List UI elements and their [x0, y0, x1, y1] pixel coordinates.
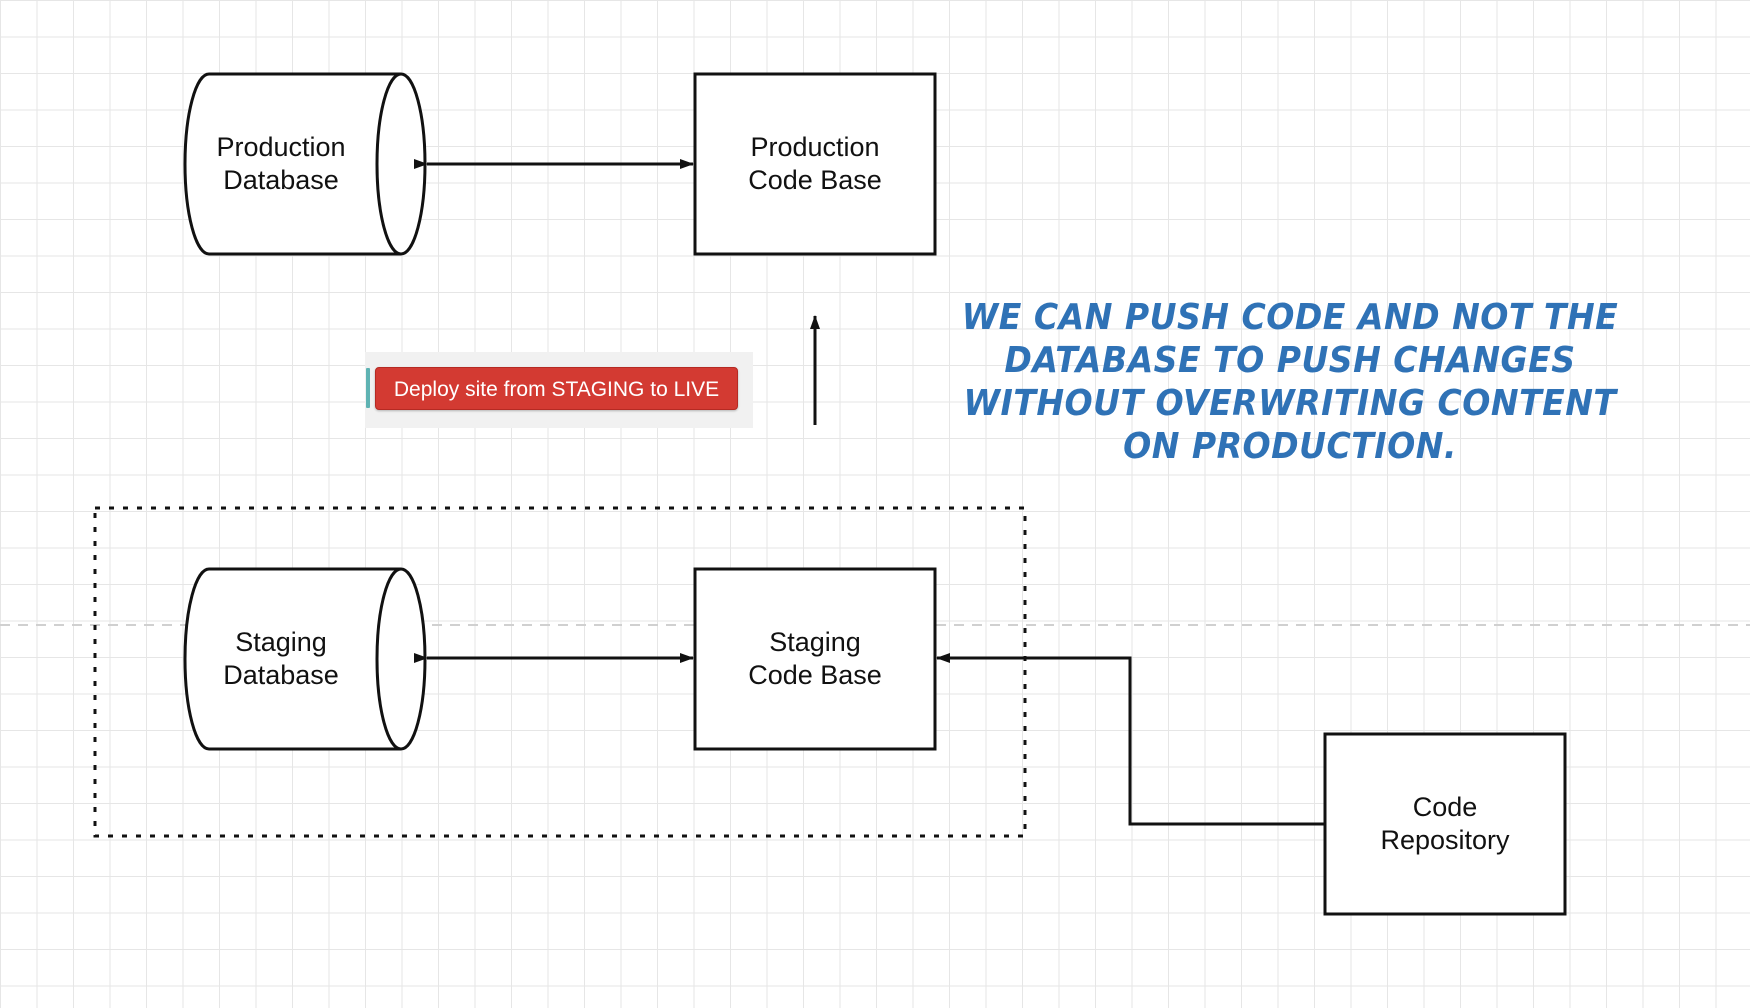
staging-code-base-label-line2: Code Base — [748, 660, 882, 690]
deploy-staging-to-live-button[interactable]: Deploy site from STAGING to LIVE — [375, 367, 738, 410]
staging-database-label-line2: Database — [223, 660, 339, 690]
annotation-note: WE CAN PUSH CODE AND NOT THE DATABASE TO… — [931, 296, 1649, 468]
annotation-line1: WE CAN PUSH CODE AND NOT THE — [961, 297, 1619, 338]
staging-environment-group — [93, 506, 1027, 838]
production-code-base-label-line2: Code Base — [748, 165, 882, 195]
code-repository-label: Code Repository — [1325, 734, 1565, 914]
production-database-node[interactable] — [183, 72, 427, 256]
staging-code-base-label-line1: Staging — [769, 627, 861, 657]
deploy-panel-accent — [366, 368, 370, 408]
annotation-line2: DATABASE TO PUSH CHANGES — [1004, 340, 1576, 381]
production-code-base-node[interactable] — [693, 72, 937, 256]
code-repository-label-line1: Code — [1412, 792, 1478, 822]
code-repository-node[interactable] — [1323, 732, 1567, 916]
production-database-label-line1: Production — [216, 132, 346, 162]
code-repository-label-line2: Repository — [1380, 825, 1510, 855]
repository-to-staging-connector — [936, 653, 1325, 826]
staging-code-base-node[interactable] — [693, 567, 937, 751]
staging-code-base-label: Staging Code Base — [695, 569, 935, 749]
production-database-label: Production Database — [185, 74, 377, 254]
production-code-base-label-line1: Production — [750, 132, 880, 162]
annotation-line4: ON PRODUCTION. — [1123, 426, 1457, 467]
production-code-base-label: Production Code Base — [695, 74, 935, 254]
production-database-label-line2: Database — [223, 165, 339, 195]
staging-database-node[interactable] — [183, 567, 427, 751]
annotation-line3: WITHOUT OVERWRITING CONTENT — [963, 383, 1617, 424]
staging-database-label: Staging Database — [185, 569, 377, 749]
staging-database-label-line1: Staging — [235, 627, 327, 657]
